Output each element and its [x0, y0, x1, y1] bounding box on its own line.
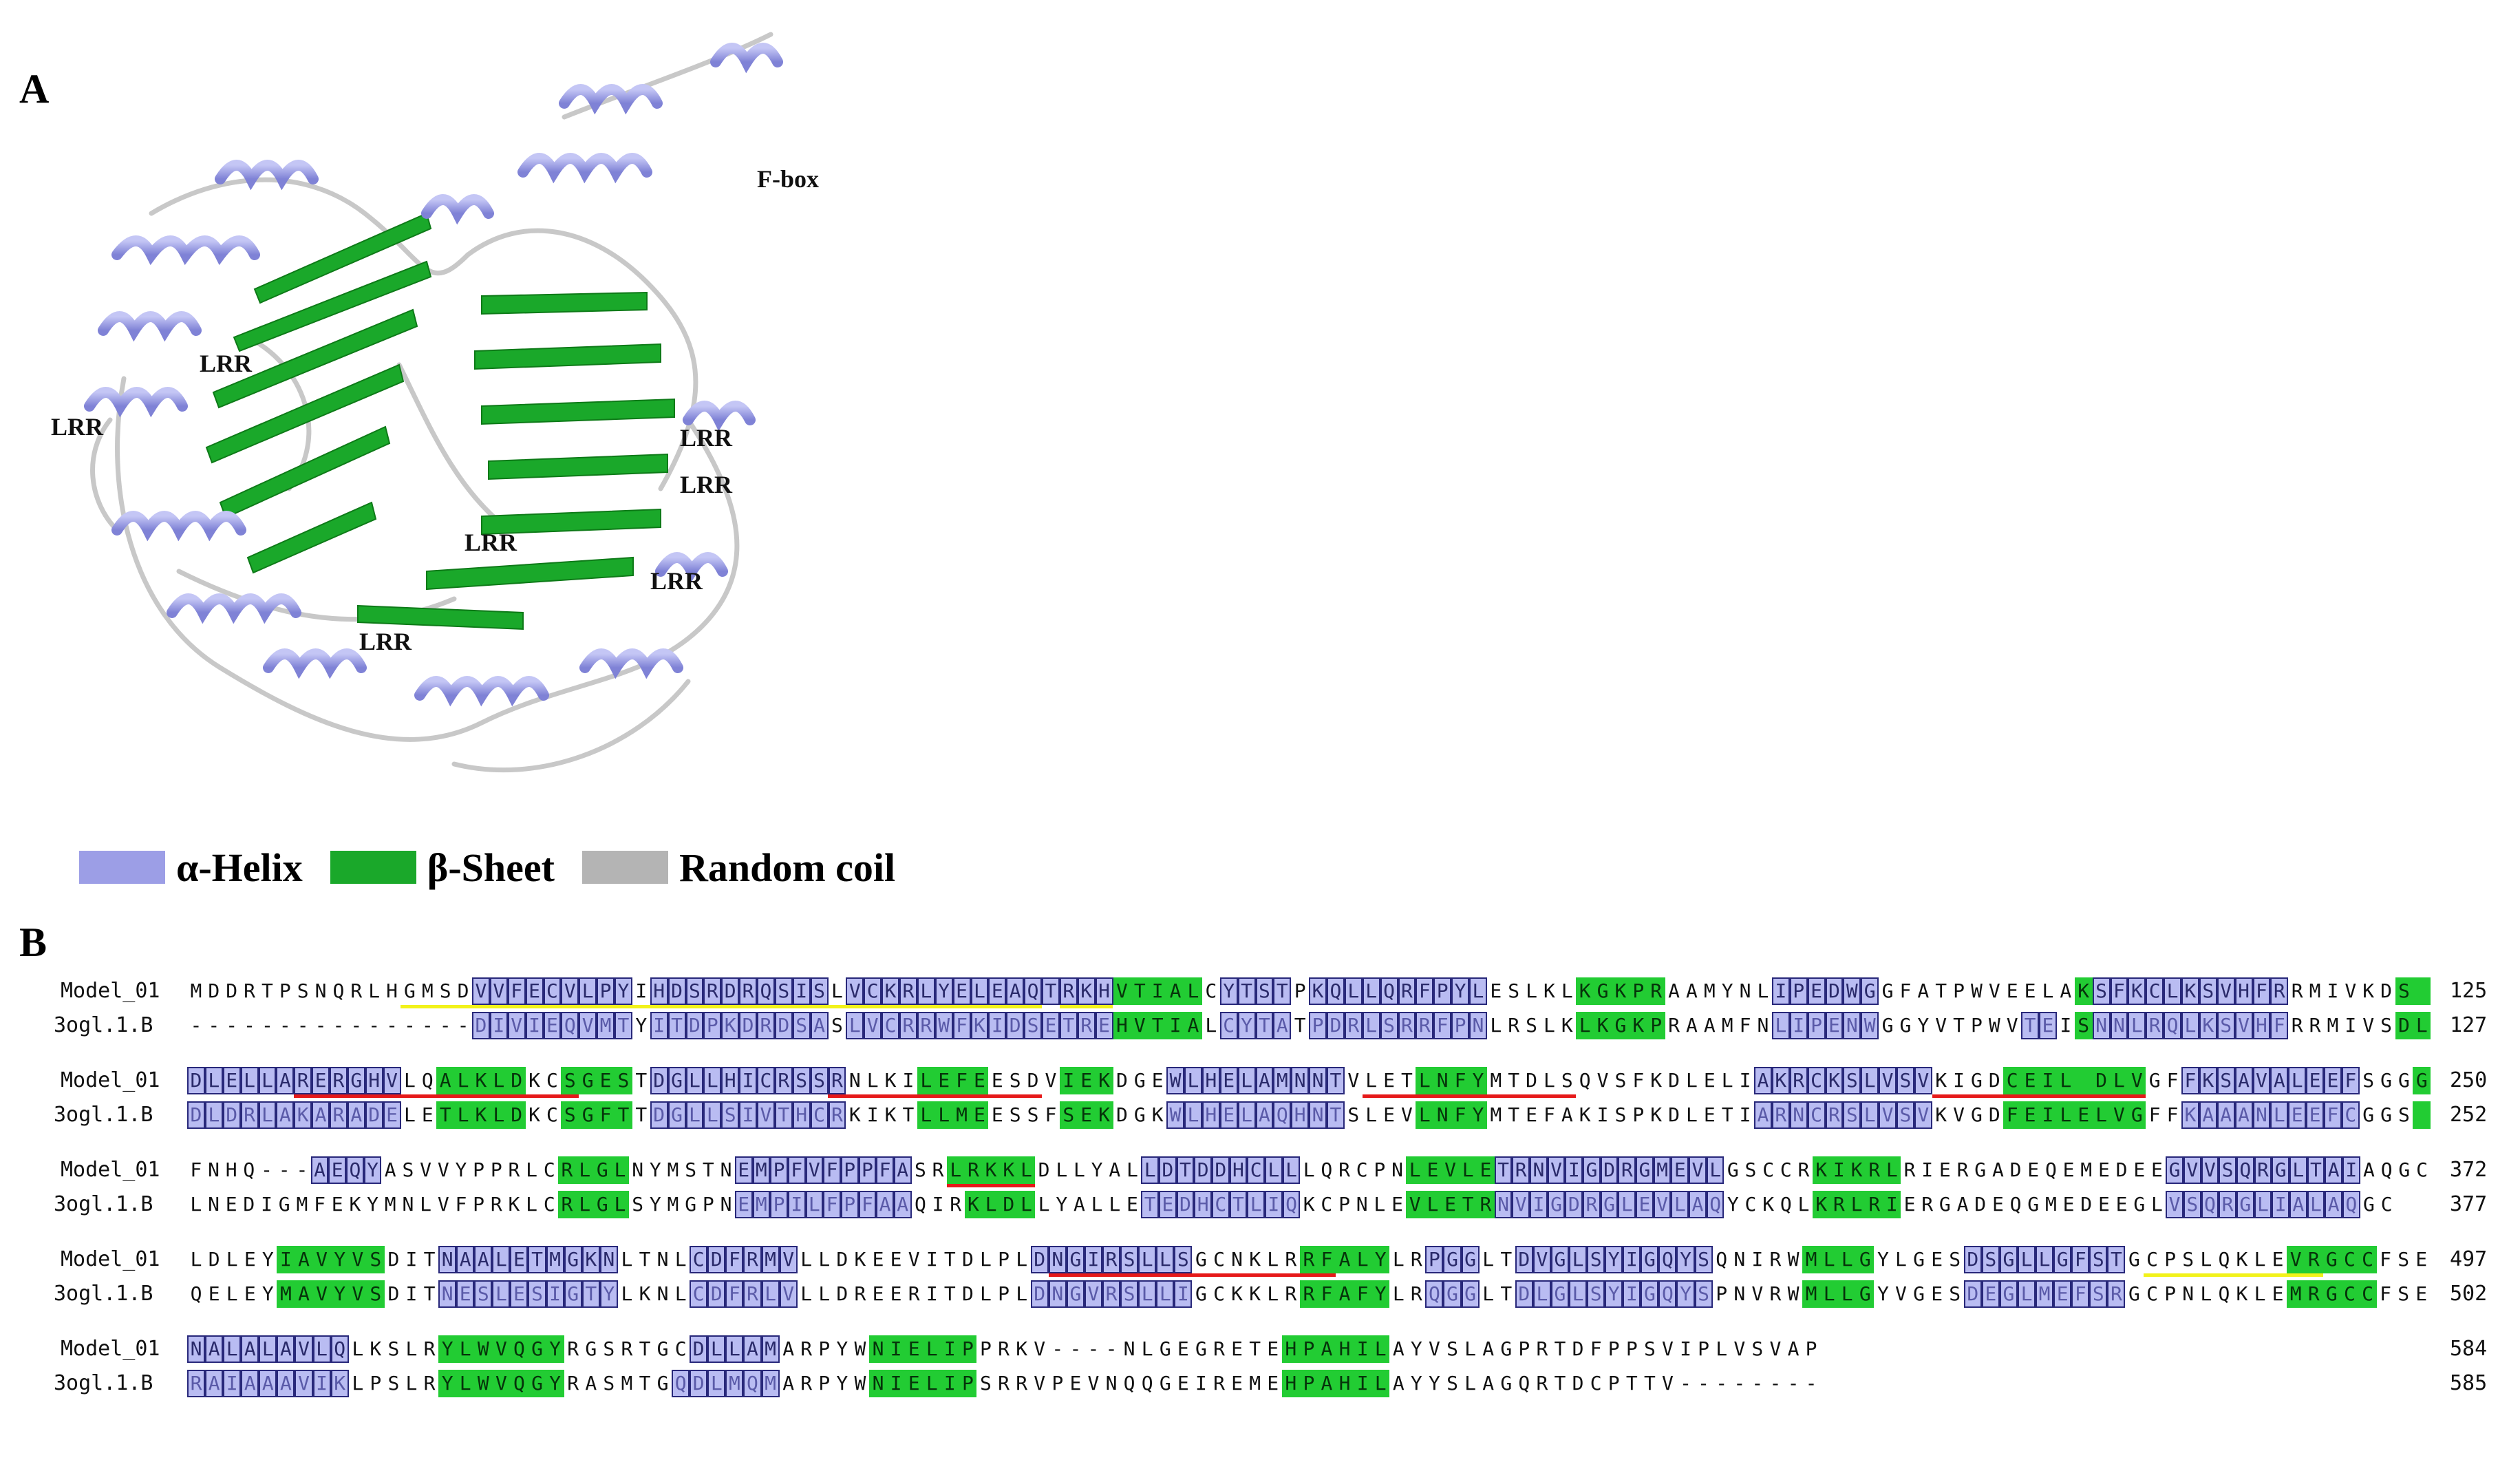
- alpha-helix-ribbons: [84, 43, 783, 707]
- red-motif-underline: [1362, 1094, 1577, 1098]
- lrr-label-5: LRR: [465, 529, 517, 556]
- model-name-label: Model_01: [61, 1158, 160, 1182]
- model-end-position: 584: [2450, 1337, 2488, 1361]
- lrr-label-4: LRR: [680, 471, 733, 498]
- model-end-position: 250: [2450, 1068, 2488, 1092]
- helix-swatch: [79, 851, 165, 884]
- yellow-motif-underline: [401, 1005, 1042, 1008]
- template-end-position: 502: [2450, 1282, 2488, 1306]
- legend-item-sheet: β-Sheet: [330, 845, 555, 891]
- panel-a-label: A: [19, 66, 50, 112]
- model-end-position: 125: [2450, 979, 2488, 1003]
- legend-label-helix: α-Helix: [176, 845, 303, 890]
- lrr-label-2: LRR: [51, 413, 104, 441]
- red-motif-underline: [1048, 1273, 1336, 1277]
- coil-swatch: [581, 851, 668, 884]
- lrr-label-6: LRR: [650, 567, 703, 595]
- red-motif-underline: [1932, 1094, 2146, 1098]
- model-name-label: Model_01: [61, 979, 160, 1003]
- model-end-position: 372: [2450, 1158, 2488, 1182]
- panel-b-label: B: [19, 920, 47, 965]
- template-name-label: 3ogl.1.B: [54, 1103, 153, 1127]
- lrr-label-7: LRR: [359, 628, 412, 655]
- template-name-label: 3ogl.1.B: [54, 1282, 153, 1306]
- lrr-label-1: LRR: [200, 350, 253, 377]
- template-name-label: 3ogl.1.B: [54, 1192, 153, 1216]
- legend-label-coil: Random coil: [679, 845, 896, 890]
- lrr-label-3: LRR: [680, 424, 733, 452]
- template-name-label: 3ogl.1.B: [54, 1371, 153, 1395]
- model-end-position: 497: [2450, 1247, 2488, 1271]
- legend-item-helix: α-Helix: [79, 845, 303, 891]
- yellow-motif-underline: [2143, 1273, 2323, 1277]
- red-motif-underline: [828, 1094, 1042, 1098]
- template-end-position: 127: [2450, 1013, 2488, 1037]
- model-name-label: Model_01: [61, 1337, 160, 1361]
- template-end-position: 585: [2450, 1371, 2488, 1395]
- protein-structure-image: F-box LRR LRR LRR LRR LRR LRR LRR: [51, 32, 819, 773]
- model-name-label: Model_01: [61, 1068, 160, 1092]
- fbox-label: F-box: [757, 165, 819, 193]
- template-end-position: 377: [2450, 1192, 2488, 1216]
- legend-item-coil: Random coil: [581, 845, 896, 891]
- yellow-motif-underline: [1059, 1005, 1113, 1008]
- template-name-label: 3ogl.1.B: [54, 1013, 153, 1037]
- red-motif-underline: [294, 1094, 579, 1098]
- structure-legend: α-Helix β-Sheet Random coil: [79, 843, 923, 891]
- model-name-label: Model_01: [61, 1247, 160, 1271]
- random-coil-ribbon: [90, 32, 773, 773]
- red-motif-underline: [946, 1184, 1036, 1187]
- template-end-position: 252: [2450, 1103, 2488, 1127]
- beta-sheet-strands: [205, 212, 675, 631]
- sheet-swatch: [330, 851, 416, 884]
- legend-label-sheet: β-Sheet: [427, 845, 555, 890]
